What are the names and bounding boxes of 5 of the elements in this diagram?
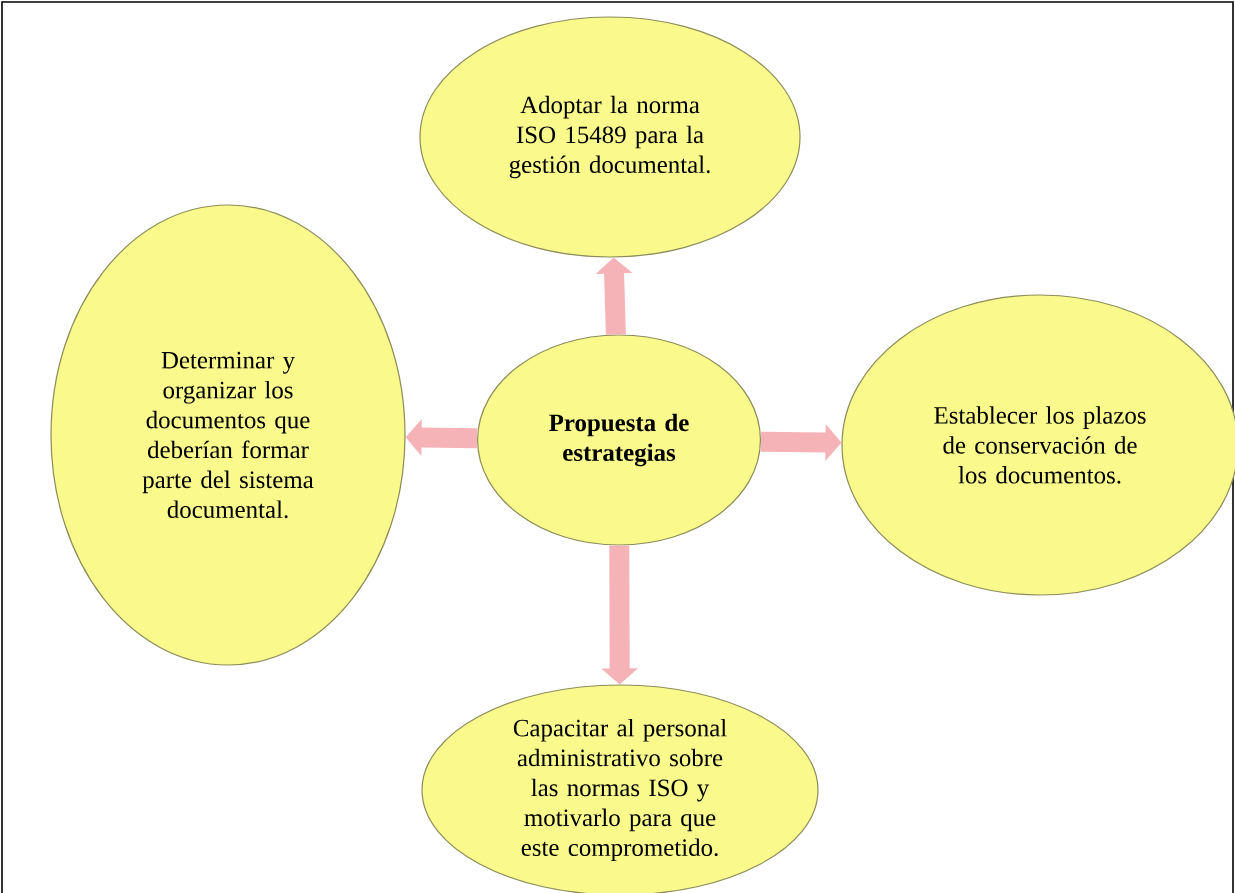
- ellipse-node: Establecer los plazos de conservación de los documentos.: [841, 294, 1235, 596]
- ellipse-node: Propuesta de estrategias: [477, 334, 762, 546]
- ellipse-node: Capacitar al personal administrativo sobre las normas ISO y motivarlo para que este comprometido.: [421, 684, 819, 893]
- ellipse-node: Adoptar la norma ISO 15489 para la gestión documental.: [419, 16, 801, 258]
- ellipse-node: Determinar y organizar los documentos que deberían formar parte del sistema documental.: [50, 204, 406, 666]
